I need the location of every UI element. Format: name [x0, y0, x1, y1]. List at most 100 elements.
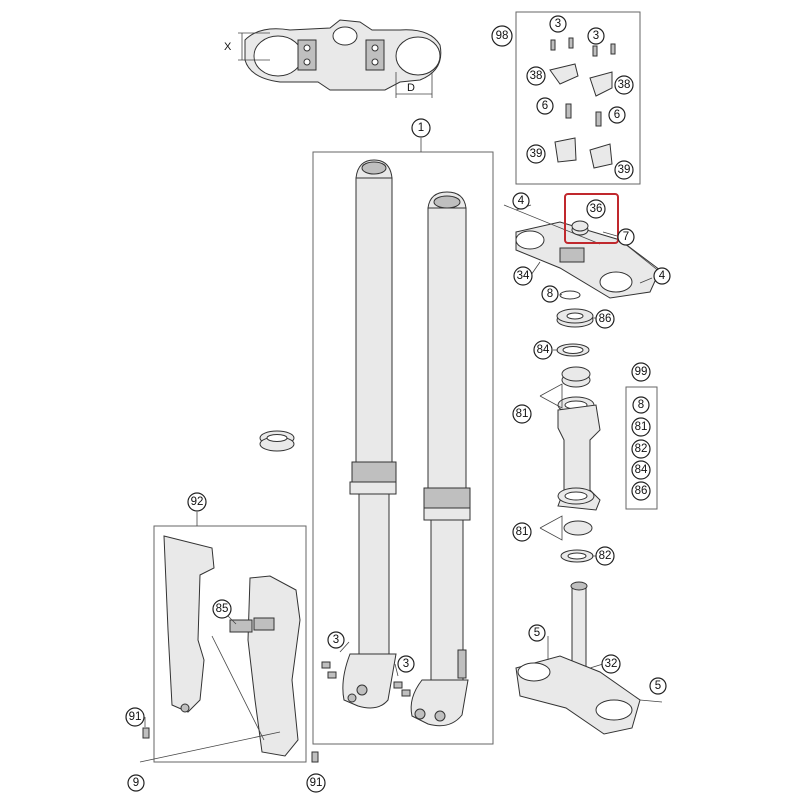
callout-5[interactable]: 5: [649, 677, 667, 695]
svg-text:3: 3: [333, 634, 339, 646]
svg-text:8: 8: [547, 288, 553, 300]
svg-text:82: 82: [635, 443, 648, 455]
svg-text:39: 39: [618, 164, 631, 176]
svg-text:98: 98: [496, 30, 509, 42]
steering-stem-nut[interactable]: [564, 193, 619, 244]
axle-clamp-bolts-right: [393, 681, 411, 697]
svg-text:4: 4: [659, 270, 666, 282]
fork-protector-left[interactable]: [163, 535, 215, 713]
callout-85[interactable]: 85: [212, 599, 232, 619]
axle-clamp-bolts-left: [321, 661, 337, 679]
callout-84[interactable]: 84: [533, 340, 553, 360]
callout-91[interactable]: 91: [306, 773, 326, 793]
protector-screw-right: [311, 751, 319, 763]
callout-38[interactable]: 38: [526, 66, 546, 86]
svg-text:91: 91: [310, 777, 323, 789]
callout-4[interactable]: 4: [512, 192, 530, 210]
protector-screw-left: [142, 727, 150, 739]
svg-text:81: 81: [516, 408, 529, 420]
svg-text:9: 9: [133, 777, 139, 789]
fork-assembly-frame: [312, 151, 494, 745]
callout-6[interactable]: 6: [608, 106, 626, 124]
head-tube: [557, 404, 601, 511]
handlebar-clamp-parts: [549, 37, 616, 169]
callout-32[interactable]: 32: [601, 654, 621, 674]
washer-8[interactable]: [559, 290, 581, 300]
svg-text:38: 38: [530, 70, 543, 82]
callout-36[interactable]: 36: [586, 199, 606, 219]
callout-38[interactable]: 38: [614, 75, 634, 95]
svg-text:4: 4: [518, 195, 525, 207]
seal-84[interactable]: [556, 343, 590, 357]
callout-3[interactable]: 3: [397, 655, 415, 673]
callout-4[interactable]: 4: [653, 267, 671, 285]
dimension-d-label: D: [407, 82, 415, 94]
top-clamp-dimension-detail: X D: [224, 19, 442, 98]
callout-81[interactable]: 81: [512, 522, 532, 542]
callout-3[interactable]: 3: [587, 27, 605, 45]
fork-protector-right[interactable]: [229, 575, 301, 757]
callout-92[interactable]: 92: [187, 492, 207, 512]
svg-text:81: 81: [635, 421, 648, 433]
svg-text:84: 84: [537, 344, 550, 356]
callout-9[interactable]: 9: [127, 774, 145, 792]
callout-81[interactable]: 81: [512, 404, 532, 424]
callout-34[interactable]: 34: [513, 266, 533, 286]
callout-7[interactable]: 7: [617, 228, 635, 246]
spacer-86[interactable]: [556, 308, 594, 328]
dimension-x-label: X: [224, 41, 232, 53]
svg-text:38: 38: [618, 79, 631, 91]
highlight-frame: [564, 193, 619, 244]
svg-text:7: 7: [623, 231, 629, 243]
svg-text:86: 86: [599, 313, 612, 325]
svg-text:82: 82: [599, 550, 612, 562]
callout-39[interactable]: 39: [526, 144, 546, 164]
callout-1[interactable]: 1: [411, 118, 431, 138]
loose-steering-ring[interactable]: [259, 430, 295, 452]
callout-3[interactable]: 3: [549, 15, 567, 33]
callout-98[interactable]: 98: [491, 25, 513, 47]
svg-text:85: 85: [216, 603, 229, 615]
svg-text:3: 3: [593, 30, 599, 42]
callout-39[interactable]: 39: [614, 160, 634, 180]
kit-99-item[interactable]: 84: [631, 460, 651, 480]
callout-6[interactable]: 6: [536, 97, 554, 115]
svg-text:39: 39: [530, 148, 543, 160]
svg-text:5: 5: [655, 680, 661, 692]
callout-8[interactable]: 8: [541, 285, 559, 303]
svg-text:3: 3: [403, 658, 409, 670]
svg-text:6: 6: [542, 100, 548, 112]
svg-text:99: 99: [635, 366, 648, 378]
callout-5[interactable]: 5: [528, 624, 546, 642]
svg-text:84: 84: [635, 464, 648, 476]
callout-99[interactable]: 99: [631, 362, 651, 382]
kit-99-item[interactable]: 86: [631, 481, 651, 501]
svg-text:3: 3: [555, 18, 561, 30]
svg-text:6: 6: [614, 109, 620, 121]
svg-text:32: 32: [605, 658, 618, 670]
svg-text:8: 8: [638, 399, 644, 411]
kit-99-item[interactable]: 81: [631, 417, 651, 437]
svg-text:92: 92: [191, 496, 204, 508]
fork-leg-right[interactable]: [410, 191, 471, 727]
svg-text:5: 5: [534, 627, 540, 639]
handlebar-clamp-frame: [515, 11, 641, 185]
svg-text:91: 91: [129, 711, 142, 723]
seal-82[interactable]: [560, 549, 594, 563]
svg-text:36: 36: [590, 203, 603, 215]
lower-bearing-81[interactable]: [557, 487, 595, 536]
fork-leg-left[interactable]: [342, 159, 397, 709]
svg-text:81: 81: [516, 526, 529, 538]
callout-82[interactable]: 82: [595, 546, 615, 566]
svg-text:1: 1: [418, 122, 424, 134]
svg-text:34: 34: [517, 270, 530, 282]
lower-triple-clamp[interactable]: [515, 581, 663, 735]
kit-99-item[interactable]: 8: [632, 396, 650, 414]
svg-text:86: 86: [635, 485, 648, 497]
callout-86[interactable]: 86: [595, 309, 615, 329]
callout-91[interactable]: 91: [125, 707, 145, 727]
kit-99-frame: [625, 386, 658, 510]
callout-3[interactable]: 3: [327, 631, 345, 649]
kit-99-item[interactable]: 82: [631, 439, 651, 459]
